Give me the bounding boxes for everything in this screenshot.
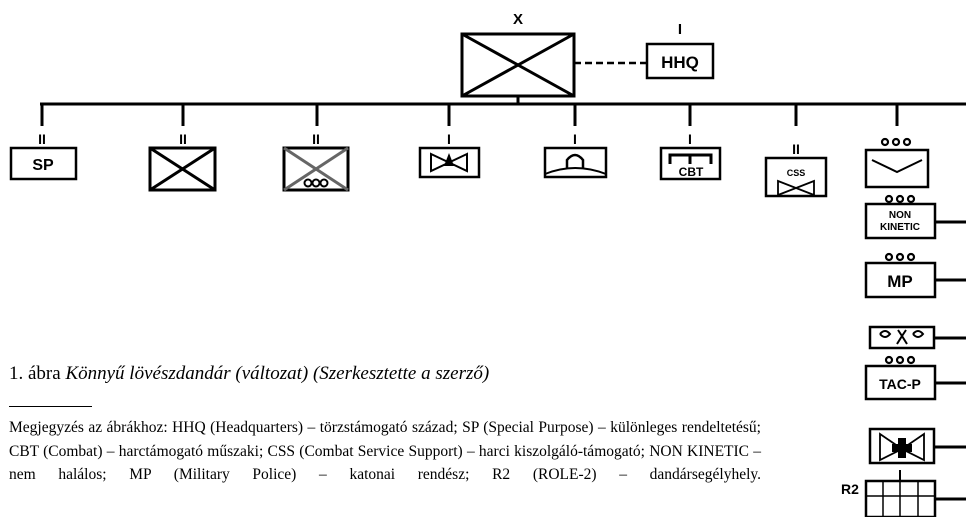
mp-symbol: MP xyxy=(864,252,937,299)
sp-battalion-symbol: II SP xyxy=(9,131,78,181)
echelon-company-marker: I xyxy=(447,131,451,147)
hhq-label: HHQ xyxy=(661,53,699,72)
css-battalion-symbol: II CSS xyxy=(764,141,828,198)
medical-cross-icon xyxy=(892,438,912,458)
platoon-symbol xyxy=(864,137,930,189)
signal-icon xyxy=(879,329,925,345)
connector-lines xyxy=(40,96,966,501)
echelon-platoon-marker xyxy=(880,137,912,147)
echelon-brigade-marker: X xyxy=(513,11,523,28)
echelon-battalion-marker: II xyxy=(792,141,800,157)
cbt-label: CBT xyxy=(679,165,704,179)
hhq-symbol: I HHQ xyxy=(645,21,715,80)
infantry-battalion-symbol: II xyxy=(148,131,217,192)
cbt-company-symbol: I CBT xyxy=(659,131,722,181)
artillery-company-symbol: I xyxy=(418,131,481,179)
r2-label: R2 xyxy=(841,481,859,497)
footnote-note: Megjegyzés az ábrákhoz: HHQ (Headquarter… xyxy=(9,419,761,483)
echelon-company-marker: I xyxy=(678,21,682,38)
wheels-icon xyxy=(303,178,329,188)
figure-caption: 1. ábra Könnyű lövészdandár (változat) (… xyxy=(9,363,709,385)
figure-title: Könnyű lövészdandár (változat) (Szerkesz… xyxy=(65,363,490,384)
brigade-hq-symbol: X xyxy=(460,11,576,98)
tac-p-symbol: TAC-P xyxy=(864,355,937,401)
r2-symbol: R2 xyxy=(841,470,937,517)
sp-label: SP xyxy=(32,157,54,174)
css-label: CSS xyxy=(787,168,806,178)
echelon-battalion-marker: II xyxy=(38,131,46,147)
echelon-company-marker: I xyxy=(688,131,692,147)
signal-symbol xyxy=(868,325,936,350)
echelon-company-marker: I xyxy=(573,131,577,147)
engineer-company-symbol: I xyxy=(543,131,608,179)
echelon-battalion-marker: II xyxy=(312,131,320,147)
mp-label: MP xyxy=(887,272,913,291)
medical-symbol xyxy=(868,427,936,465)
echelon-platoon-marker xyxy=(884,194,916,204)
tac-p-label: TAC-P xyxy=(879,376,921,392)
echelon-battalion-marker: II xyxy=(179,131,187,147)
footnote-rule xyxy=(9,406,92,407)
wheeled-infantry-battalion-symbol: II xyxy=(282,131,350,192)
non-kinetic-symbol: NON KINETIC xyxy=(864,194,937,240)
figure-number: 1. ábra xyxy=(9,363,61,384)
non-kinetic-label-line2: KINETIC xyxy=(880,222,920,233)
echelon-platoon-marker xyxy=(884,252,916,262)
non-kinetic-label-line1: NON xyxy=(889,210,911,221)
echelon-platoon-marker xyxy=(884,355,916,365)
